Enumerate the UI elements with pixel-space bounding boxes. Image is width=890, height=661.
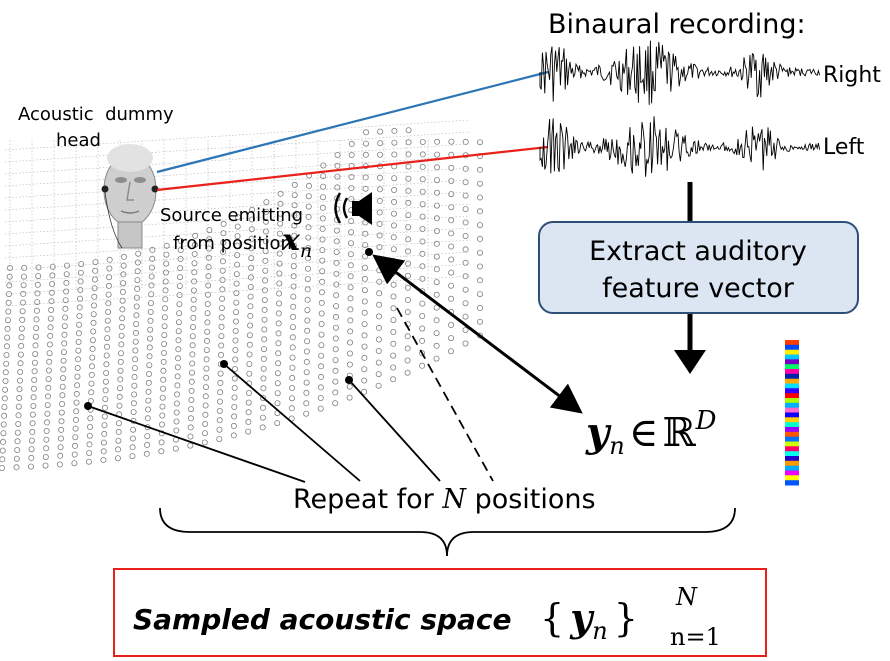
dummy-head-label-line1: Acoustic dummy <box>18 104 174 125</box>
extract-box-line1: Extract auditory <box>589 236 807 267</box>
feature-bar-segment <box>785 465 799 471</box>
feature-bar-segment <box>785 359 799 365</box>
feature-bar-segment <box>785 470 799 476</box>
source-position-symbol: xn <box>281 223 312 262</box>
result-sup: N <box>675 583 698 611</box>
right-ear-line <box>156 70 549 174</box>
feature-vector-bar <box>785 340 799 486</box>
source-position-grid <box>0 127 483 471</box>
feature-vector-symbol: yn∈ℝD <box>585 406 717 460</box>
feature-bar-segment <box>785 441 799 447</box>
feature-bar-segment <box>785 344 799 351</box>
feature-bar-segment <box>785 460 799 467</box>
feature-bar-segment <box>785 412 799 418</box>
feature-bar-segment <box>785 480 799 486</box>
feature-bar-segment <box>785 378 799 384</box>
feature-bar-segment <box>785 354 799 360</box>
result-text: Sampled acoustic space <box>133 603 512 636</box>
result-lower: n=1 <box>670 623 721 651</box>
binaural-recording-title: Binaural recording: <box>548 9 806 40</box>
feature-bar-segment <box>785 422 799 428</box>
feature-bar-segment <box>785 456 799 462</box>
feature-bar-segment <box>785 427 799 433</box>
result-box <box>113 568 767 657</box>
feature-bar-segment <box>785 388 799 394</box>
feature-bar-segment <box>785 475 799 481</box>
dummy-head-label-line2: head <box>56 130 101 151</box>
feature-bar-segment <box>785 446 799 452</box>
feature-bar-segment <box>785 373 799 380</box>
speaker-icon <box>334 192 372 225</box>
left-channel-label: Left <box>823 135 865 160</box>
extract-feature-box <box>538 221 859 314</box>
feature-bar-segment <box>785 349 799 355</box>
source-point <box>365 248 373 256</box>
position-pointers <box>87 307 494 483</box>
grouping-brace <box>159 507 736 557</box>
feature-bar-segment <box>785 436 799 442</box>
repeat-label: Repeat for N positions <box>293 484 596 515</box>
result-set-symbol: {yn} <box>540 595 638 645</box>
wall-grid <box>4 119 471 307</box>
feature-bar-segment <box>785 383 799 389</box>
position-markers <box>84 360 353 410</box>
feature-bar-segment <box>785 407 799 413</box>
source-label-line1: Source emitting <box>160 205 303 226</box>
feature-bar-segment <box>785 417 799 423</box>
feature-bar-segment <box>785 431 799 438</box>
feature-bar-segment <box>785 398 799 404</box>
dummy-head-icon <box>101 144 159 249</box>
source-label-line2: from position <box>173 233 292 254</box>
arrowhead-down-icon <box>674 350 706 374</box>
left-ear-line <box>156 145 549 192</box>
source-feature-arrow <box>372 254 583 414</box>
right-channel-label: Right <box>823 63 881 88</box>
right-waveform <box>539 40 821 105</box>
feature-bar-segment <box>785 393 799 399</box>
feature-bar-segment <box>785 369 799 375</box>
left-waveform <box>539 116 821 177</box>
feature-bar-segment <box>785 340 799 346</box>
feature-bar-segment <box>785 402 799 409</box>
extract-box-line2: feature vector <box>602 273 795 304</box>
feature-bar-segment <box>785 451 799 457</box>
feature-bar-segment <box>785 364 799 370</box>
